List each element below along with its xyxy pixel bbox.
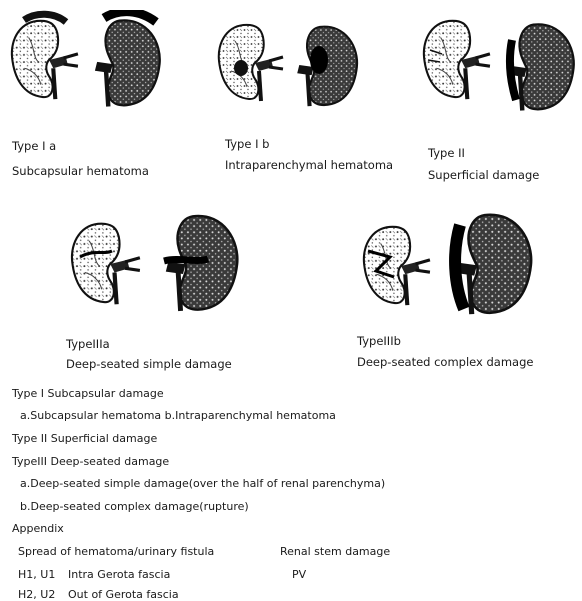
type-1b-illustration: [215, 10, 365, 120]
type-2-description: Superficial damage: [428, 168, 539, 182]
h1-code: H1, U1: [18, 568, 55, 581]
type-1b-label: Type I b: [225, 137, 269, 151]
legend-type-1-subtypes: a.Subcapsular hematoma b.Intraparenchyma…: [20, 409, 336, 422]
type-3b-illustration: [360, 205, 540, 325]
type-2-illustration: [420, 10, 580, 130]
type-1a-label: Type I a: [12, 139, 56, 153]
h2-code: H2, U2: [18, 588, 55, 601]
type-3a-label: TypeIIIa: [66, 337, 110, 351]
h2-description: Out of Gerota fascia: [68, 588, 179, 601]
type-3b-label: TypeIIIb: [357, 334, 401, 348]
type-1a-illustration: [8, 10, 168, 120]
type-3a-illustration: [68, 205, 248, 325]
type-3a-description: Deep-seated simple damage: [66, 357, 232, 371]
spread-header: Spread of hematoma/urinary fistula: [18, 545, 214, 558]
legend-type-3: TypeIII Deep-seated damage: [12, 455, 169, 468]
legend-type-3b: b.Deep-seated complex damage(rupture): [20, 500, 249, 513]
h1-description: Intra Gerota fascia: [68, 568, 170, 581]
legend-type-3a: a.Deep-seated simple damage(over the hal…: [20, 477, 385, 490]
legend-type-2: Type II Superficial damage: [12, 432, 157, 445]
stem-header: Renal stem damage: [280, 545, 390, 558]
legend-type-1: Type I Subcapsular damage: [12, 387, 164, 400]
type-1a-description: Subcapsular hematoma: [12, 164, 149, 178]
appendix-heading: Appendix: [12, 522, 64, 535]
type-3b-description: Deep-seated complex damage: [357, 355, 533, 369]
type-1b-description: Intraparenchymal hematoma: [225, 158, 393, 172]
pv-label: PV: [292, 568, 306, 581]
type-2-label: Type II: [428, 146, 465, 160]
